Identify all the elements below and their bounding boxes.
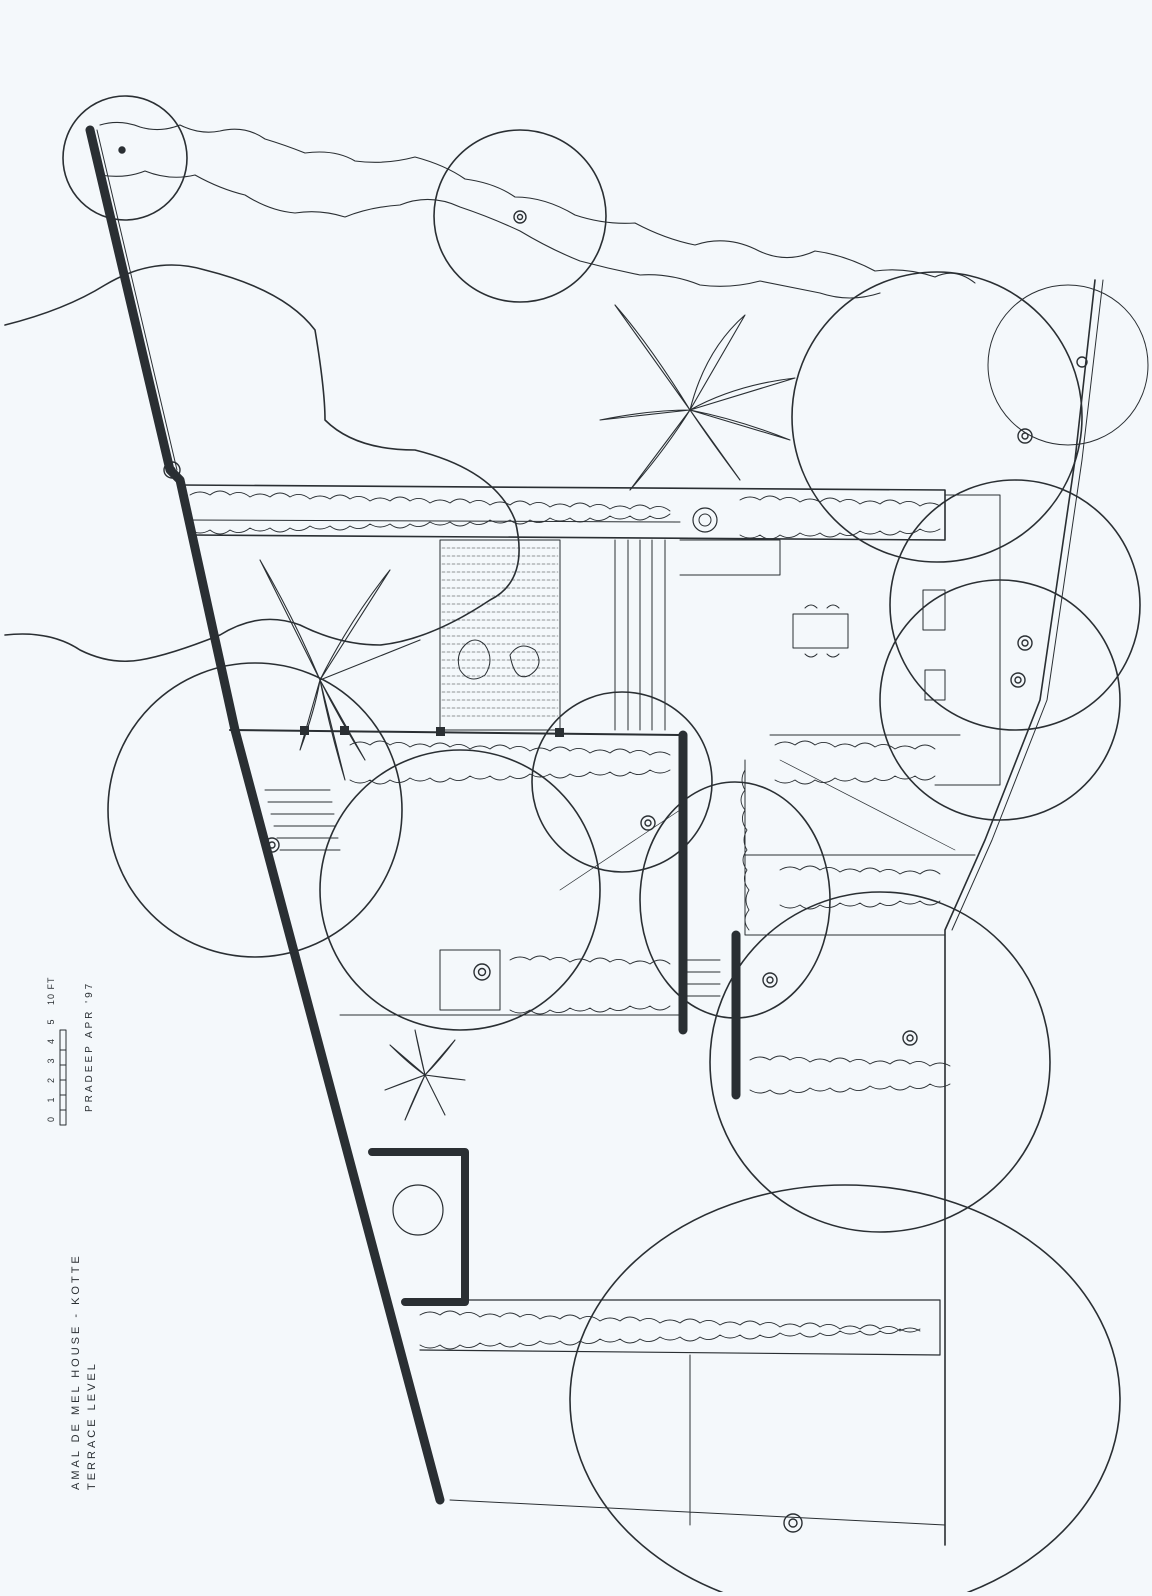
- main-house: [679, 539, 781, 576]
- hedge-line-top: [99, 121, 976, 284]
- staircase: [264, 539, 721, 997]
- boundary-wall-inner: [96, 129, 178, 471]
- tree-canopy: [791, 271, 1083, 563]
- hedge-line-lower: [99, 170, 881, 299]
- drawing-title: AMAL DE MEL HOUSE - KOTTE: [70, 1253, 82, 1490]
- pool-shape: [457, 639, 540, 680]
- tree-canopy: [62, 95, 188, 221]
- scale-end-label: 10 FT: [46, 976, 56, 1005]
- agave-plant: [384, 1029, 466, 1121]
- boundary-wall: [85, 125, 445, 1505]
- tree-canopy: [319, 749, 601, 1031]
- tree-canopy: [433, 129, 607, 303]
- tree-canopy: [709, 891, 1051, 1233]
- tree-canopy: [531, 691, 713, 873]
- planter-hedge: [189, 490, 951, 1350]
- upper-terrace: [179, 484, 946, 541]
- east-boundary: [944, 279, 1096, 1546]
- tree-canopy: [107, 662, 403, 958]
- drawing-author: PRADEEP APR '97: [84, 980, 95, 1112]
- drawing-subtitle: TERRACE LEVEL: [86, 1361, 98, 1490]
- scale-bar: [59, 1029, 67, 1126]
- water-tank: [368, 1148, 469, 1306]
- scale-ticks: 0 1 2 3 4 5: [46, 1013, 56, 1122]
- tree-canopy-outline: [4, 264, 520, 663]
- palm-plant: [599, 304, 796, 491]
- pergola: [439, 539, 561, 731]
- palm-plant: [259, 559, 421, 781]
- tree-canopy: [987, 284, 1149, 446]
- tree-canopy: [889, 479, 1141, 731]
- dining-table: [792, 604, 849, 658]
- fountain: [692, 507, 718, 533]
- lower-terrace: [409, 1299, 941, 1356]
- tree-canopy: [569, 1184, 1121, 1596]
